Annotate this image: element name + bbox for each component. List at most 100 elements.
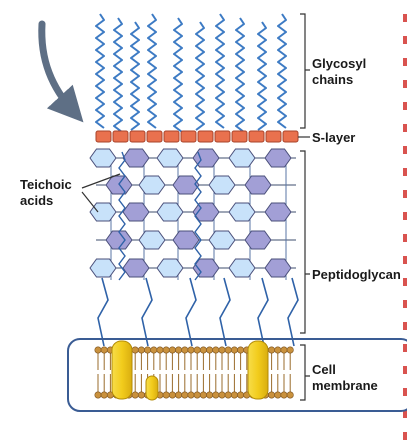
lipid-head [131,391,139,399]
teichoic-strand [194,151,202,281]
glycosyl-chains [95,13,287,133]
glycosyl-chain [173,17,183,133]
sugar-hexagon [138,175,166,195]
sugar-hexagon [208,175,236,195]
lipid-head [237,391,245,399]
teichoic-strand [118,151,126,281]
lipoteichoic-anchor [287,277,299,347]
glycosyl-chain [277,13,287,129]
lipid-head [280,391,288,399]
lipoteichoic-anchor [97,277,109,347]
lipid-head [181,346,189,354]
lipoteichoic-anchor [141,277,153,347]
membrane-box [67,338,407,412]
lipid-head [187,346,195,354]
lipid-head [156,346,164,354]
sugar-hexagon [122,258,150,278]
sugar-hexagon [228,148,256,168]
s-layer-subunit [231,130,248,143]
lipid-head [280,346,288,354]
glycosyl-chain [257,21,267,131]
lipid-head [224,346,232,354]
lipoteichoic-anchor [219,277,231,347]
s-layer-subunit [282,130,299,143]
glycosyl-label: Glycosyl chains [312,56,370,87]
lipid-head [206,346,214,354]
lipid-head [274,346,282,354]
lipid-head [100,346,108,354]
sugar-hexagon [122,148,150,168]
lipid-head [286,346,294,354]
membrane-label: Cell membrane [312,362,378,393]
membrane-bracket [300,344,310,401]
lipid-head [237,346,245,354]
sugar-hexagon [228,258,256,278]
sugar-hexagon [208,230,236,250]
sugar-hexagon [156,148,184,168]
glycosyl-chain [235,17,245,133]
lipid-head [94,391,102,399]
sugar-hexagon [192,148,220,168]
teichoic-label: Teichoic acids [20,177,75,208]
sugar-hexagon [105,230,133,250]
glycosyl-chain [113,17,123,133]
lipid-head [144,346,152,354]
glycosyl-chain [215,13,225,129]
sugar-hexagon [89,258,117,278]
lipid-head [150,346,158,354]
s-layer-label: S-layer [312,130,355,145]
peptidoglycan-lattice [89,148,292,278]
s-layer-subunit [248,130,265,143]
sugar-hexagon [156,202,184,222]
sugar-hexagon [138,230,166,250]
sugar-hexagon [156,258,184,278]
lipid-head [100,391,108,399]
lipid-bilayer [94,346,294,399]
sugar-hexagon [172,175,200,195]
peptidoglycan-bracket [300,150,310,334]
sugar-hexagon [89,148,117,168]
lipid-head [193,391,201,399]
lipid-head [168,346,176,354]
lipid-head [193,346,201,354]
lipid-head [181,391,189,399]
lipoteichoic-anchor [185,277,197,347]
s-layer-subunit [129,130,146,143]
lipid-head [212,346,220,354]
lipid-head [199,346,207,354]
lipid-head [175,346,183,354]
lipoteichoic-anchor [257,277,269,347]
glycosyl-chain [130,21,140,131]
lipid-head [212,391,220,399]
membrane-proteins [111,340,269,401]
lipid-head [206,391,214,399]
lipid-head [286,391,294,399]
membrane-anchors [97,277,299,347]
teichoic-pointer [81,173,121,213]
lipid-head [131,346,139,354]
teichoic-acid-strands [118,151,202,281]
lipid-head [268,346,276,354]
lipid-head [274,391,282,399]
sugar-hexagon [228,202,256,222]
sugar-hexagon [264,202,292,222]
lipid-head [230,391,238,399]
s-layer-subunit [95,130,112,143]
s-layer-subunit [180,130,197,143]
s-layer-subunit [265,130,282,143]
lipid-head [168,391,176,399]
lipid-head [137,346,145,354]
transmembrane-protein [247,340,269,400]
sugar-hexagon [264,148,292,168]
glycosyl-chain [147,13,157,129]
sugar-hexagon [89,202,117,222]
lipid-head [137,391,145,399]
s-layer-band [95,130,299,143]
s-layer-subunit [197,130,214,143]
lipid-head [230,346,238,354]
lipid-head [199,391,207,399]
lipid-head [162,346,170,354]
s-layer-subunit [146,130,163,143]
lipid-head [218,346,226,354]
